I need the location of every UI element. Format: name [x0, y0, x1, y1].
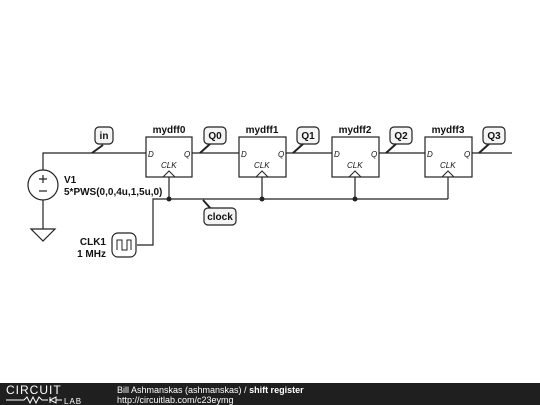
net-label-q1: Q1 — [301, 131, 315, 142]
dff1-pin-d: D — [241, 150, 247, 159]
v1-name: V1 — [64, 175, 77, 186]
clk1-freq: 1 MHz — [77, 249, 106, 260]
wire-input — [42, 152, 146, 170]
net-label-q2: Q2 — [394, 131, 408, 142]
v1-value: 5*PWS(0,0,4u,1,5u,0) — [64, 187, 162, 198]
net-label-q2-box[interactable] — [389, 126, 413, 145]
leader-q2 — [385, 143, 397, 154]
logo-top-text: CIRCUIT — [6, 383, 62, 397]
dff3-pin-d: D — [427, 150, 433, 159]
circuit-title[interactable]: shift register — [249, 385, 304, 395]
dff-box-0[interactable] — [145, 136, 193, 178]
author-name[interactable]: Bill Ashmanskas (ashmanskas) — [117, 385, 242, 395]
schematic-canvas: in Q0 Q1 Q2 Q3 clock mydff0 mydff1 mydff… — [27, 125, 512, 260]
square-wave-icon — [116, 239, 132, 251]
clock-source-icon[interactable] — [111, 232, 137, 258]
dff2-pin-q: Q — [371, 150, 377, 159]
clk-triangle-0 — [162, 170, 176, 178]
diode-icon — [48, 396, 57, 404]
dff-box-2[interactable] — [331, 136, 380, 178]
dff0-pin-clk: CLK — [161, 161, 177, 170]
leader-q1 — [292, 143, 304, 154]
net-label-q0: Q0 — [208, 131, 222, 142]
net-label-in: in — [100, 131, 109, 142]
dff-name-0: mydff0 — [153, 125, 186, 136]
dff-box-3[interactable] — [424, 136, 473, 178]
ground-icon — [29, 228, 57, 242]
clk1-name: CLK1 — [80, 237, 107, 248]
logo-bottom-text: LAB — [64, 397, 82, 405]
dff3-pin-q: Q — [464, 150, 470, 159]
footer-bar: CIRCUIT LAB Bill Ashmanskas (ashmanskas)… — [0, 383, 540, 405]
clk-triangle-3 — [441, 170, 455, 178]
net-label-q3-box[interactable] — [482, 126, 506, 145]
leader-q3 — [478, 143, 490, 154]
dff0-pin-d: D — [148, 150, 154, 159]
net-label-q1-box[interactable] — [296, 126, 320, 145]
dff1-pin-q: Q — [278, 150, 284, 159]
clk-triangle-2 — [348, 170, 362, 178]
dff-name-2: mydff2 — [339, 125, 372, 136]
clk-triangle-1 — [255, 170, 269, 178]
net-label-q0-box[interactable] — [203, 126, 227, 145]
dff-name-3: mydff3 — [432, 125, 465, 136]
dff0-pin-q: Q — [184, 150, 190, 159]
leader-in — [91, 144, 104, 154]
dff1-pin-clk: CLK — [254, 161, 270, 170]
circuit-url[interactable]: http://circuitlab.com/c23eymg — [117, 395, 234, 405]
net-label-clock-box[interactable] — [203, 207, 237, 226]
plus-sign-icon — [39, 175, 47, 183]
footer-credit: Bill Ashmanskas (ashmanskas) / shift reg… — [117, 385, 304, 395]
leader-q0 — [199, 143, 211, 154]
junction-dot — [166, 196, 172, 202]
net-label-q3: Q3 — [487, 131, 501, 142]
resistor-icon — [6, 395, 48, 405]
wire-clock-bus — [137, 198, 448, 246]
credit-separator: / — [241, 385, 250, 395]
junction-dot — [352, 196, 358, 202]
circuitlab-logo[interactable]: CIRCUIT LAB — [4, 383, 108, 405]
dff-name-1: mydff1 — [246, 125, 279, 136]
voltage-source-icon[interactable] — [27, 169, 59, 201]
dff3-pin-clk: CLK — [440, 161, 456, 170]
dff2-pin-d: D — [334, 150, 340, 159]
net-label-clock: clock — [207, 212, 233, 223]
dff2-pin-clk: CLK — [347, 161, 363, 170]
net-label-in-box[interactable] — [94, 126, 114, 145]
dff-box-1[interactable] — [238, 136, 287, 178]
junction-dot — [259, 196, 265, 202]
